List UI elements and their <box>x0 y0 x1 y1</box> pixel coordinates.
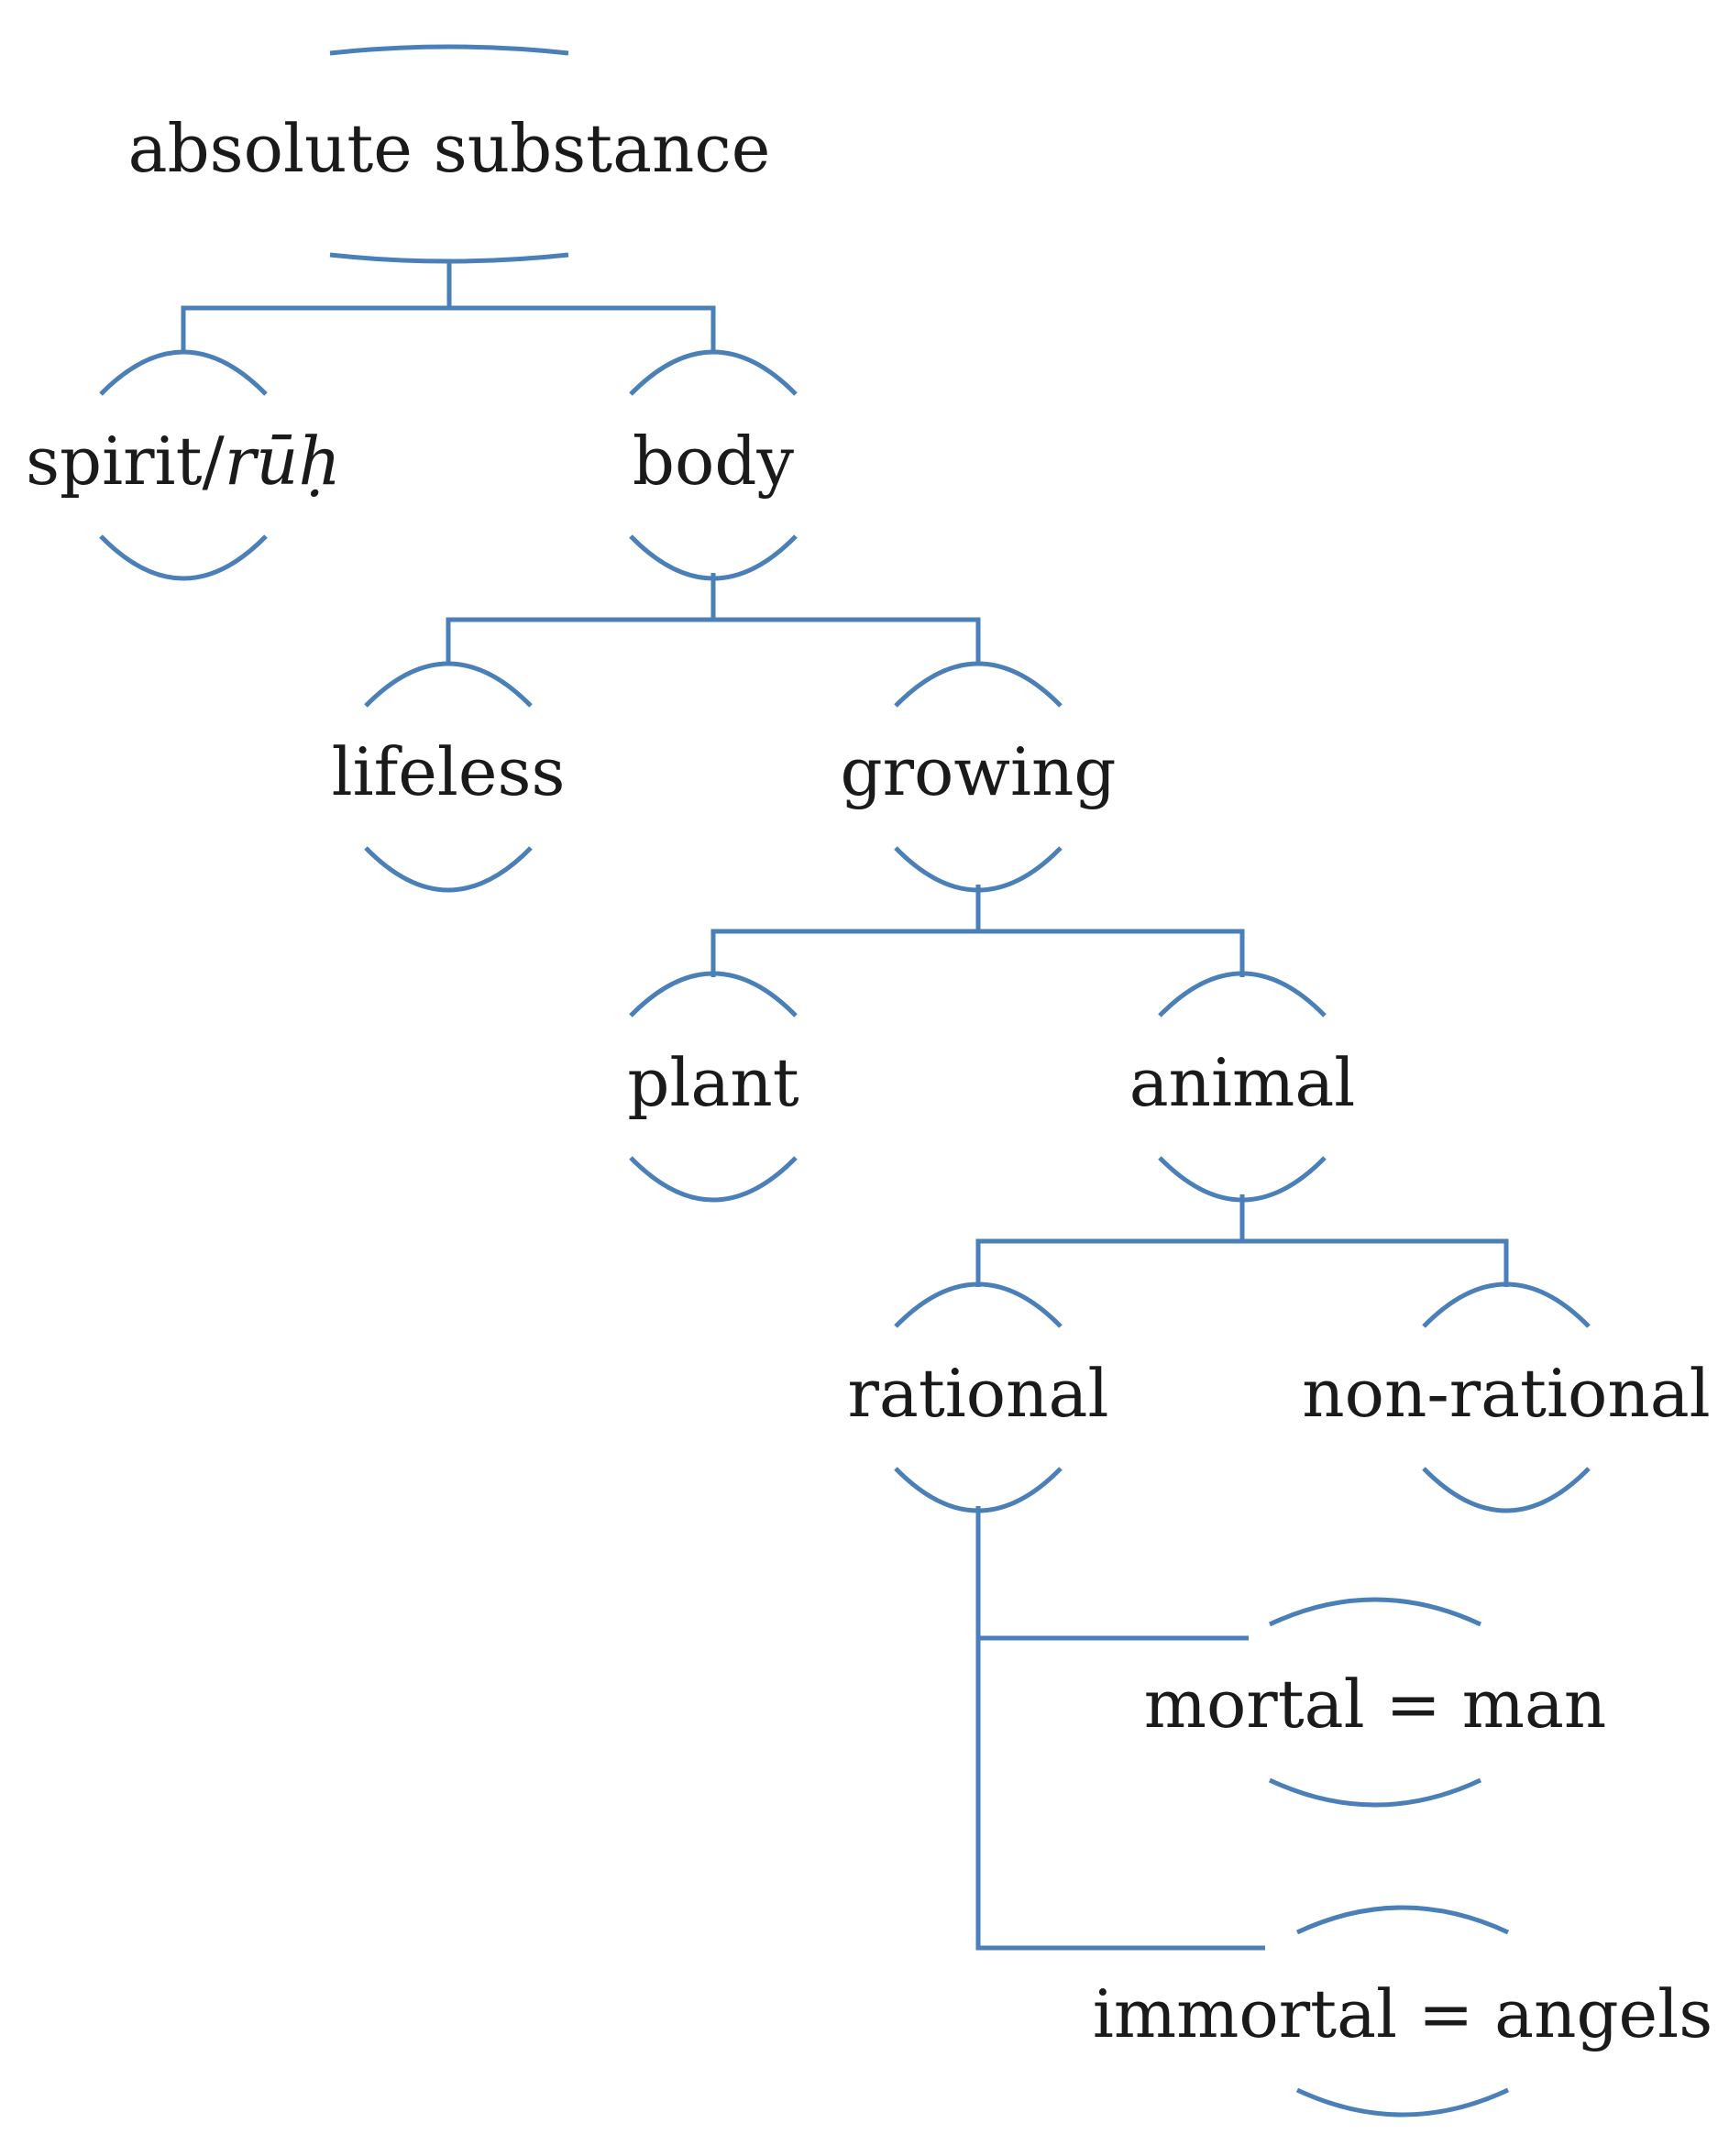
node-body: body <box>629 349 798 581</box>
node-lifeless: lifeless <box>332 661 566 893</box>
bracket-top <box>364 661 533 708</box>
bracket-bottom <box>329 252 569 264</box>
bracket-top <box>629 349 798 396</box>
connector-body-children <box>446 573 981 666</box>
node-mortal: mortal = man <box>1144 1597 1607 1808</box>
node-non-rational: non-rational <box>1302 1282 1711 1513</box>
node-label: non-rational <box>1302 1355 1710 1432</box>
node-label: lifeless <box>332 733 566 810</box>
connector-rational-children <box>975 1506 1265 1951</box>
bracket-bottom <box>1422 1467 1591 1513</box>
bracket-top <box>1422 1282 1591 1328</box>
connector-growing-children <box>710 885 1245 977</box>
label-italic: rūḥ <box>225 423 341 500</box>
node-growing: growing <box>841 661 1117 893</box>
node-spirit: spirit/rūḥ <box>26 349 341 581</box>
node-label: rational <box>848 1355 1109 1432</box>
bracket-top <box>629 971 798 1018</box>
bracket-top <box>1295 1905 1510 1935</box>
node-plant: plant <box>627 971 799 1203</box>
bracket-top <box>1268 1597 1482 1627</box>
node-label: growing <box>841 733 1117 810</box>
node-label: animal <box>1129 1044 1356 1121</box>
bracket-bottom <box>629 1156 798 1203</box>
bracket-top <box>99 349 268 396</box>
bracket-top <box>894 661 1063 708</box>
bracket-top <box>1158 971 1327 1018</box>
connector-root-children <box>181 261 716 354</box>
bracket-top <box>894 1282 1063 1328</box>
bracket-bottom <box>1158 1156 1327 1203</box>
node-rational: rational <box>848 1282 1109 1513</box>
node-label: body <box>633 423 795 500</box>
bracket-bottom <box>1268 1777 1482 1808</box>
bracket-bottom <box>364 846 533 893</box>
bracket-bottom <box>99 534 268 581</box>
node-label: plant <box>627 1044 798 1121</box>
node-label: absolute substance <box>128 110 771 187</box>
bracket-top <box>329 44 569 56</box>
node-animal: animal <box>1129 971 1356 1203</box>
node-absolute-substance: absolute substance <box>128 44 771 264</box>
node-immortal: immortal = angels <box>1093 1905 1712 2118</box>
node-label: spirit/rūḥ <box>26 423 341 500</box>
node-label: mortal = man <box>1144 1666 1607 1743</box>
bracket-bottom <box>894 1467 1063 1513</box>
label-prefix: spirit/ <box>26 423 225 500</box>
bracket-bottom <box>894 846 1063 893</box>
bracket-bottom <box>1295 2087 1510 2118</box>
connector-animal-children <box>975 1194 1509 1287</box>
node-label: immortal = angels <box>1093 1975 1712 2052</box>
bracket-bottom <box>629 534 798 581</box>
